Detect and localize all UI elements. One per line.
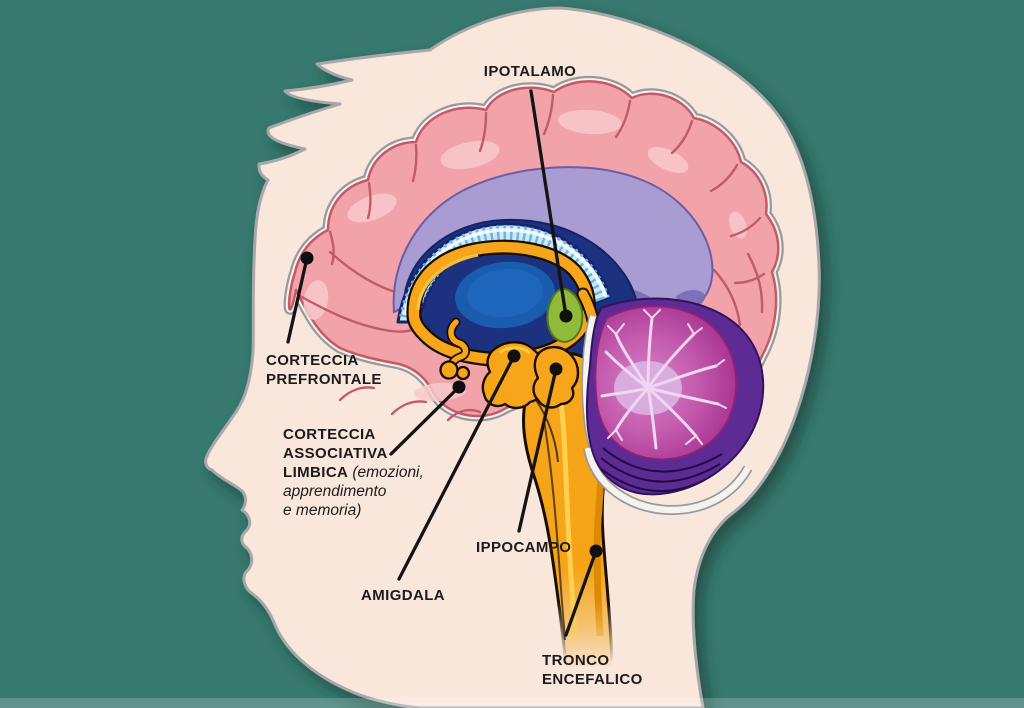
arbor-vitae-twigs xyxy=(607,309,727,445)
label-ipotalamo-text: IPOTALAMO xyxy=(483,63,577,80)
label-limbica-line4: apprendimento xyxy=(283,483,387,500)
leader-line-tronco-encefalico xyxy=(564,549,598,637)
label-corteccia-prefrontale-line2: PREFRONTALE xyxy=(266,371,382,388)
label-tronco-line1: TRONCO xyxy=(542,652,610,669)
fornix-shine xyxy=(416,253,479,311)
label-ipotalamo: IPOTALAMO xyxy=(445,62,615,81)
mammillary-body-2 xyxy=(455,365,471,381)
label-tronco-encefalico: TRONCO ENCEFALICO xyxy=(542,651,643,689)
label-corteccia-associativa-limbica: CORTECCIA ASSOCIATIVA LIMBICA (emozioni,… xyxy=(283,425,424,520)
brain-illustration xyxy=(283,75,784,669)
fornix-column-curl xyxy=(448,319,469,369)
amygdala-blob xyxy=(481,341,545,410)
marker-dot-corteccia-prefrontale xyxy=(300,251,314,265)
brainstem-fold xyxy=(543,419,566,641)
leader-line-amigdala xyxy=(397,354,516,581)
marker-dot-ipotalamo xyxy=(559,309,573,323)
label-amigdala: AMIGDALA xyxy=(361,586,445,605)
label-limbica-line1: CORTECCIA xyxy=(283,426,376,443)
label-corteccia-prefrontale: CORTECCIA PREFRONTALE xyxy=(266,351,382,389)
fornix-ring xyxy=(408,242,594,365)
label-tronco-line2: ENCEFALICO xyxy=(542,671,643,688)
marker-dot-tronco-encefalico xyxy=(589,544,603,558)
leader-line-ippocampo xyxy=(517,367,558,533)
marker-dot-corteccia-associativa xyxy=(452,380,466,394)
leader-line-ipotalamo xyxy=(529,89,568,318)
leader-line-corteccia-associativa xyxy=(389,385,461,456)
arbor-vitae xyxy=(600,316,720,450)
corpus-callosum-stripes xyxy=(399,224,610,321)
marker-dot-ippocampo xyxy=(549,362,563,376)
leader-line-corteccia-prefrontale xyxy=(286,256,309,344)
label-ippocampo: IPPOCAMPO xyxy=(476,538,571,557)
mammillary-body xyxy=(439,360,459,380)
pons-line xyxy=(535,399,559,463)
amygdala-shine xyxy=(499,346,531,354)
marker-dot-amigdala xyxy=(507,349,521,363)
label-amigdala-text: AMIGDALA xyxy=(361,587,446,604)
label-limbica-line3: LIMBICA (emozioni, xyxy=(283,464,424,481)
thalamus-highlight xyxy=(467,268,543,318)
label-limbica-line5: e memoria) xyxy=(283,502,362,519)
marker-dots xyxy=(300,251,603,558)
label-corteccia-prefrontale-line1: CORTECCIA xyxy=(266,352,359,369)
cerebellum-rim-white xyxy=(584,447,751,514)
leader-lines xyxy=(286,89,598,637)
label-ippocampo-text: IPPOCAMPO xyxy=(476,539,572,556)
bottom-light-band xyxy=(0,698,1024,708)
label-limbica-line2: ASSOCIATIVA xyxy=(283,445,388,462)
